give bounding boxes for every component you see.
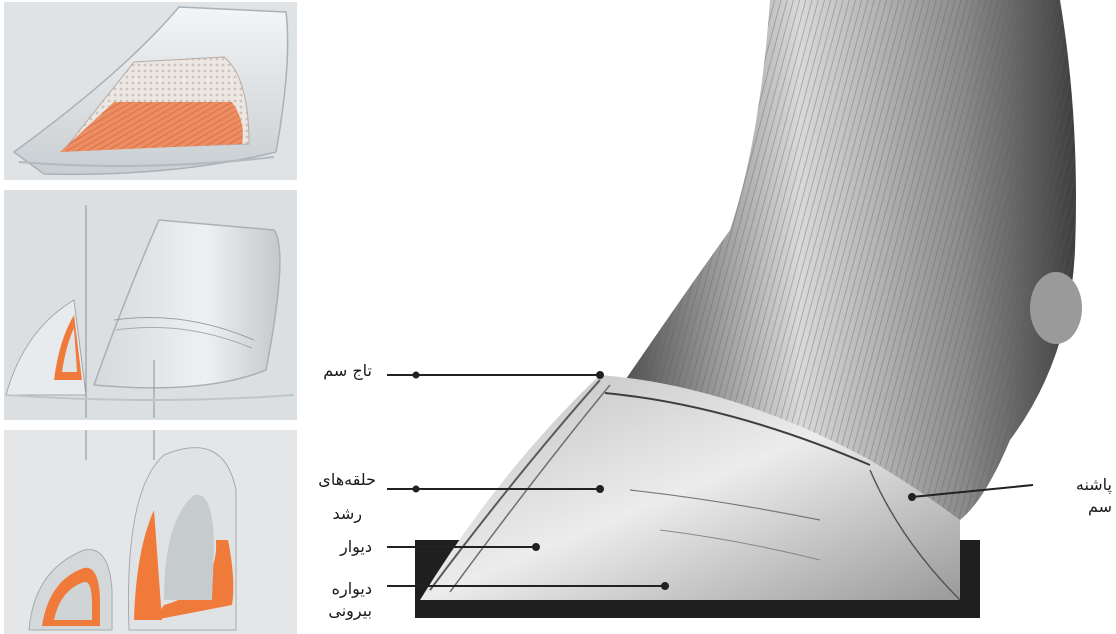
label-growth-rings: حلقه‌های رشد: [296, 469, 376, 525]
label-outer-wall-line1: دیواره: [300, 578, 372, 600]
label-heel-line2: سم: [1036, 496, 1112, 518]
label-outer-wall-line2: بیرونی: [300, 600, 372, 622]
label-coronet: تاج سم: [300, 360, 372, 382]
label-growth-rings-line1: حلقه‌های: [296, 469, 376, 491]
label-outer-wall: دیواره بیرونی: [300, 578, 372, 622]
label-coronet-text: تاج سم: [300, 360, 372, 382]
label-wall-text: دیوار: [300, 536, 372, 558]
label-heel-line1: پاشنه: [1036, 474, 1112, 496]
label-heel: پاشنه سم: [1036, 474, 1112, 518]
label-growth-rings-line2: رشد: [296, 503, 362, 525]
leader-line-heel: [912, 485, 1033, 497]
label-wall: دیوار: [300, 536, 372, 558]
